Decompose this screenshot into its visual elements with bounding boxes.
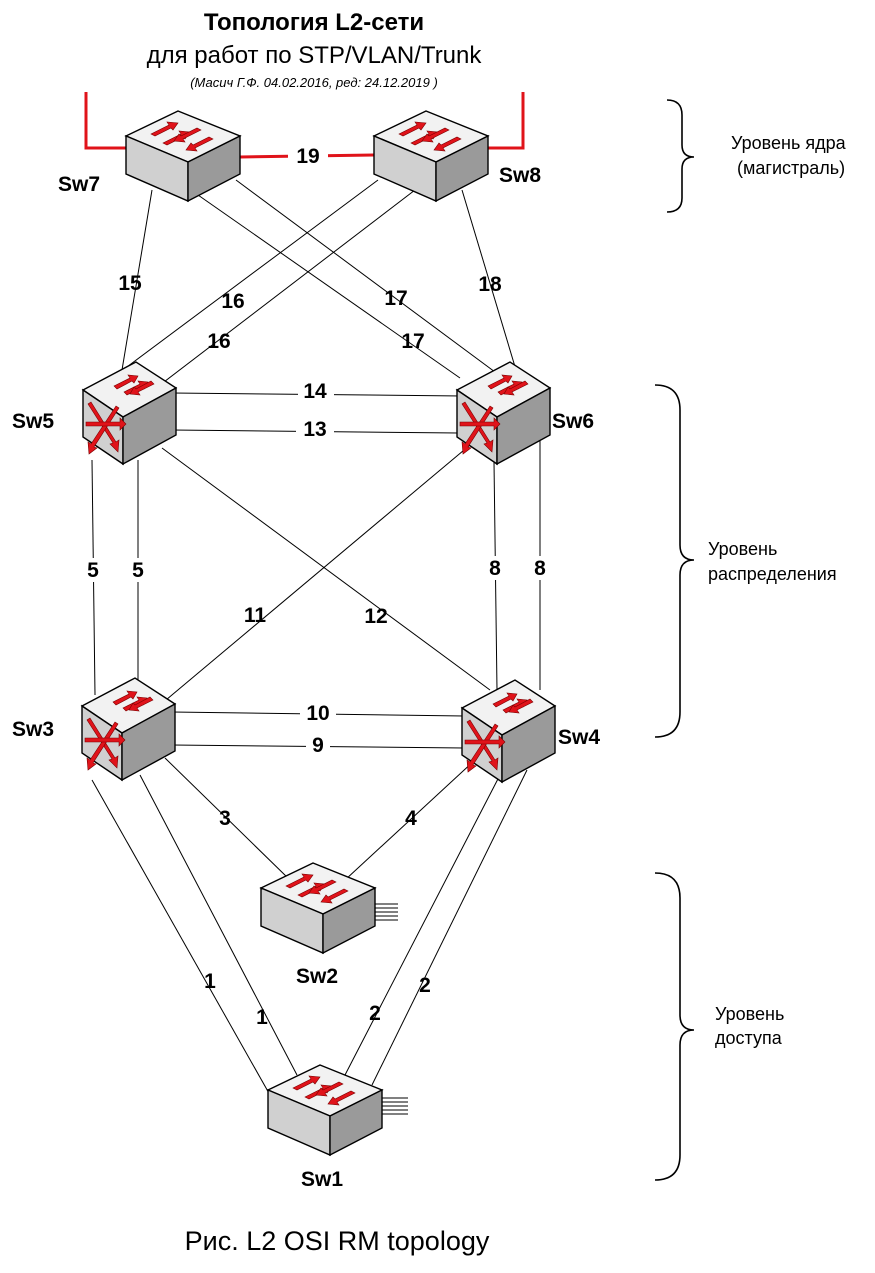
link-label: 2 — [419, 974, 431, 997]
link-label: 19 — [296, 145, 319, 168]
core-level-label: (магистраль) — [737, 158, 845, 178]
link-label: 5 — [87, 559, 99, 582]
sw3-label: Sw3 — [12, 718, 54, 741]
access-level-brace — [654, 872, 695, 1181]
distribution-level-label: распределения — [708, 564, 837, 584]
sw8-label: Sw8 — [499, 164, 541, 187]
core-level-brace — [666, 99, 695, 213]
link-label: 5 — [132, 559, 144, 582]
distribution-level-label: Уровень — [708, 539, 777, 559]
link-label: 8 — [534, 557, 546, 580]
link-label: 15 — [118, 272, 142, 295]
switch-icon-sw5 — [82, 361, 177, 465]
link-label: 14 — [303, 380, 327, 403]
diagram-author: (Масич Г.Ф. 04.02.2016, ред: 24.12.2019 … — [190, 75, 438, 90]
switch-icon-sw7 — [125, 110, 241, 202]
switch-icon-sw2 — [260, 862, 376, 954]
sw1-label: Sw1 — [301, 1168, 343, 1191]
access-level-label: доступа — [715, 1028, 783, 1048]
link-label: 13 — [303, 418, 326, 441]
link-label: 2 — [369, 1002, 381, 1025]
link-label: 1 — [204, 970, 216, 993]
link-label: 12 — [364, 605, 387, 628]
sw6-label: Sw6 — [552, 410, 594, 433]
link-label: 8 — [489, 557, 501, 580]
switch-icon-sw8 — [373, 110, 489, 202]
link-label: 16 — [207, 330, 230, 353]
link-label: 11 — [244, 604, 267, 627]
sw4-label: Sw4 — [558, 726, 600, 749]
sw2-label: Sw2 — [296, 965, 338, 988]
switch-icon-sw6 — [456, 361, 551, 465]
switch-icon-sw3 — [81, 677, 176, 781]
diagram-subtitle: для работ по STP/VLAN/Trunk — [147, 42, 483, 69]
link-label: 10 — [306, 702, 329, 725]
switch-icon-sw4 — [461, 679, 556, 783]
link-label: 17 — [384, 287, 407, 310]
core-level-label: Уровень ядра — [731, 133, 847, 153]
access-level-label: Уровень — [715, 1004, 784, 1024]
distribution-level-brace — [654, 384, 695, 738]
link-label: 18 — [478, 273, 502, 296]
link-label: 4 — [405, 807, 417, 830]
switch-icon-sw1 — [267, 1064, 383, 1156]
link-label: 17 — [401, 330, 424, 353]
sw7-label: Sw7 — [58, 173, 100, 196]
sw5-label: Sw5 — [12, 410, 54, 433]
figure-caption: Рис. L2 OSI RM topology — [185, 1226, 490, 1256]
sw2-port-lines — [372, 903, 398, 921]
link-label: 3 — [219, 807, 231, 830]
link-label: 1 — [256, 1006, 268, 1029]
sw1-port-lines — [380, 1097, 408, 1115]
link-label: 9 — [312, 734, 324, 757]
diagram-title: Топология L2-сети — [204, 9, 424, 36]
link-label: 16 — [221, 290, 244, 313]
